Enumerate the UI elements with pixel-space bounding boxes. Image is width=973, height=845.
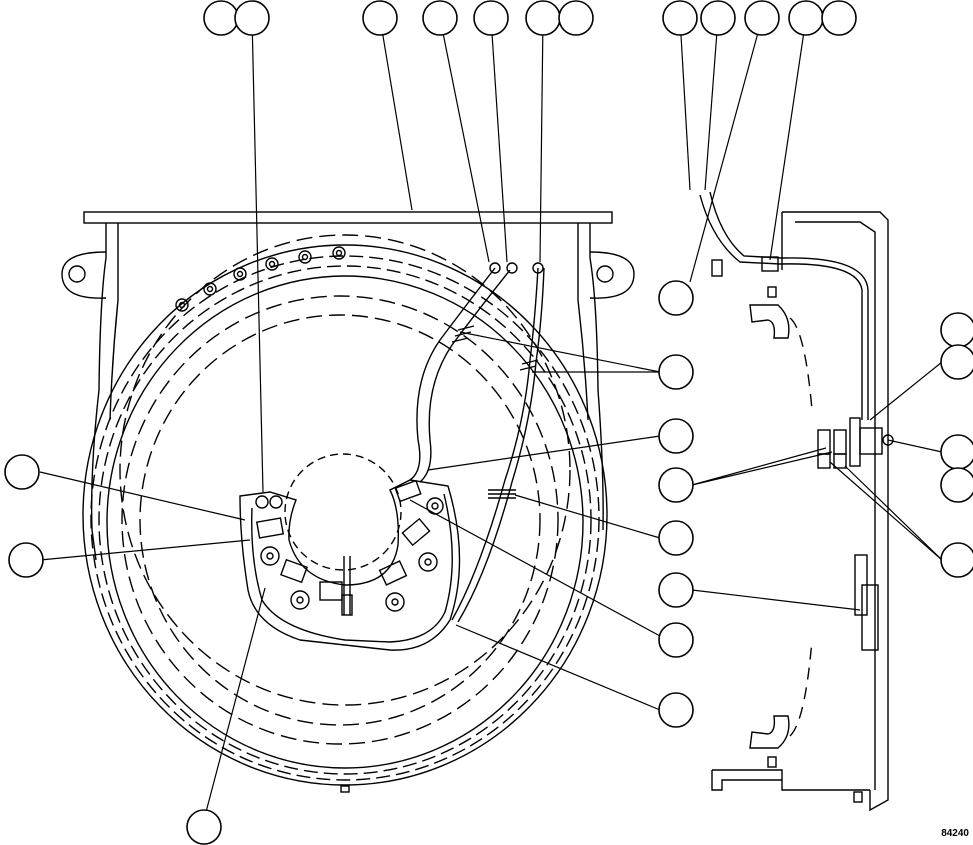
callout-bubble bbox=[658, 418, 694, 454]
cable-harness bbox=[409, 262, 545, 623]
drain-nub bbox=[340, 785, 350, 793]
callout-bubble bbox=[658, 692, 694, 728]
callout-bubble bbox=[940, 344, 973, 380]
brush-holder bbox=[255, 479, 444, 612]
callout-bubble bbox=[658, 467, 694, 503]
housing-circles bbox=[82, 234, 608, 786]
top-flange bbox=[83, 211, 613, 224]
callout-bubble bbox=[4, 454, 40, 490]
callout-bubble bbox=[473, 0, 509, 36]
callout-bubble bbox=[203, 0, 239, 36]
terminal-block bbox=[817, 417, 894, 469]
callout-bubble bbox=[940, 467, 973, 503]
callout-bubble bbox=[940, 542, 973, 578]
callout-bubble bbox=[525, 0, 561, 36]
callout-bubble bbox=[658, 622, 694, 658]
callout-bubble bbox=[8, 542, 44, 578]
callout-bubble bbox=[234, 0, 270, 36]
leader-lines bbox=[39, 17, 943, 813]
callout-bubble bbox=[422, 0, 458, 36]
side-frame bbox=[781, 211, 889, 812]
callout-bubble bbox=[558, 0, 594, 36]
callout-bubble bbox=[362, 0, 398, 36]
callout-bubble bbox=[940, 312, 973, 348]
housing-outline bbox=[90, 223, 107, 561]
callout-bubble bbox=[658, 280, 694, 316]
callout-bubble bbox=[700, 0, 736, 36]
callout-bubble bbox=[662, 0, 698, 36]
callout-bubble bbox=[658, 354, 694, 390]
callout-bubble bbox=[744, 0, 780, 36]
callout-bubble bbox=[186, 809, 222, 845]
callout-bubbles bbox=[4, 0, 973, 845]
lifting-lug-left bbox=[61, 251, 107, 299]
bolt-holes bbox=[175, 246, 346, 312]
callout-bubble bbox=[658, 572, 694, 608]
figure-number: 84240 bbox=[941, 828, 969, 839]
callout-bubble bbox=[821, 0, 857, 36]
callout-bubble bbox=[940, 434, 973, 470]
brush-holder-yoke bbox=[239, 479, 461, 651]
callout-bubble bbox=[788, 0, 824, 36]
side-cable bbox=[699, 194, 863, 420]
callout-bubble bbox=[658, 520, 694, 556]
housing-side-view bbox=[699, 191, 894, 812]
lifting-lug-right bbox=[589, 251, 635, 299]
housing-front-view bbox=[61, 211, 635, 793]
